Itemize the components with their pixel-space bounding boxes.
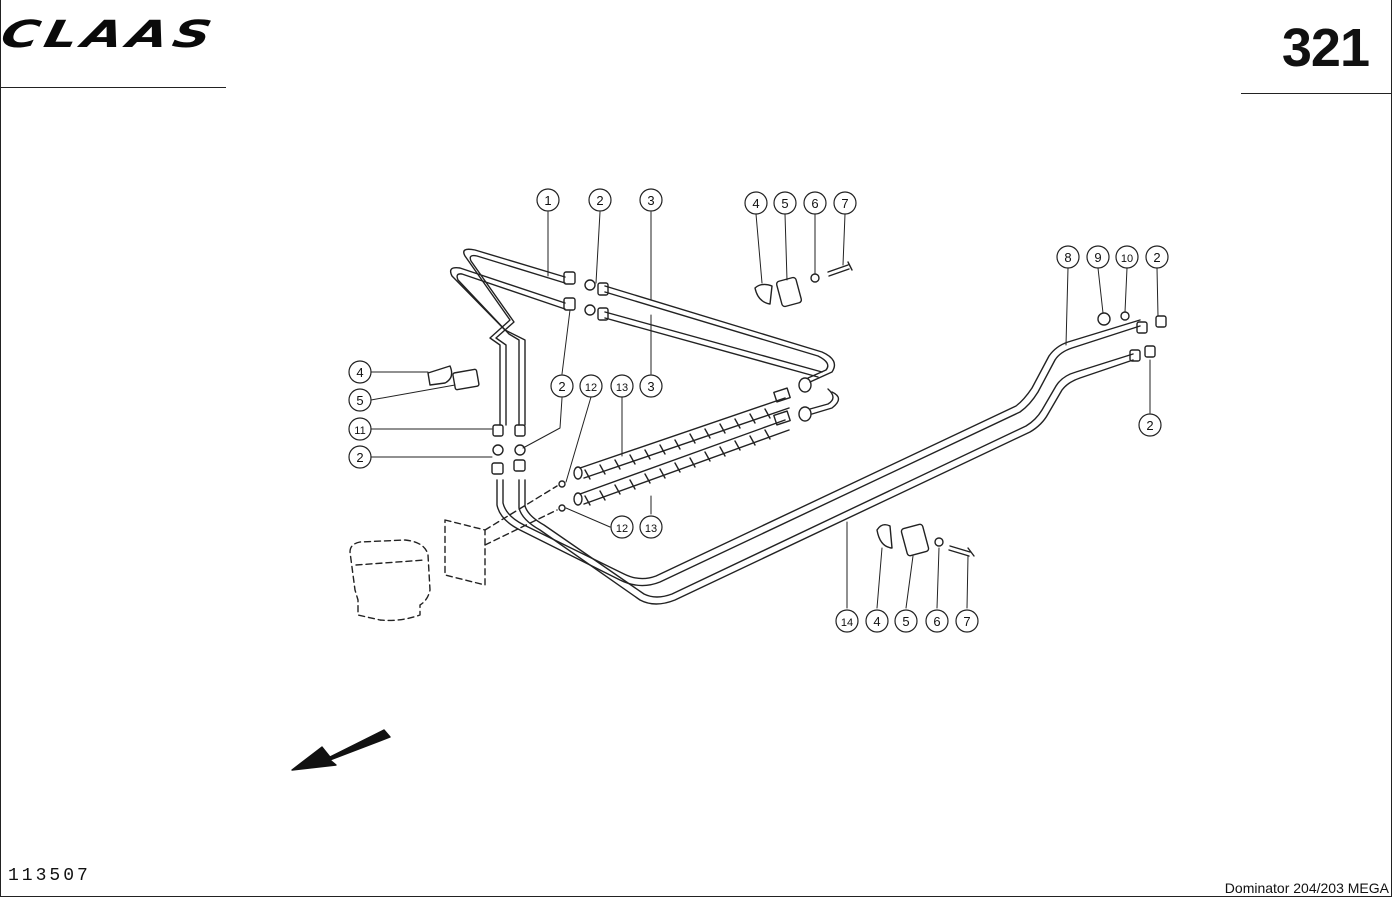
- svg-text:7: 7: [841, 196, 848, 211]
- svg-text:3: 3: [647, 379, 654, 394]
- callout-4: 4: [744, 191, 768, 215]
- callout-3: 3: [639, 188, 663, 212]
- callout-12-upper: 12: [579, 374, 603, 398]
- callout-2-center: 2: [550, 374, 574, 398]
- svg-text:4: 4: [873, 614, 880, 629]
- callout-7-bottom: 7: [955, 609, 979, 633]
- callout-6: 6: [803, 191, 827, 215]
- svg-text:12: 12: [585, 382, 597, 394]
- callout-9: 9: [1086, 245, 1110, 269]
- svg-text:7: 7: [963, 614, 970, 629]
- callout-10: 10: [1115, 245, 1139, 269]
- svg-text:10: 10: [1121, 253, 1133, 265]
- callout-6-bottom: 6: [925, 609, 949, 633]
- callout-2-right-top: 2: [1145, 245, 1169, 269]
- hose-13: [573, 387, 791, 506]
- page-number: 321: [1281, 18, 1370, 78]
- svg-text:5: 5: [356, 393, 363, 408]
- callout-4-bottom: 4: [865, 609, 889, 633]
- svg-text:2: 2: [356, 450, 363, 465]
- svg-text:1: 1: [544, 193, 551, 208]
- callout-13-lower: 13: [639, 515, 663, 539]
- callout-2-right-bottom: 2: [1138, 413, 1162, 437]
- leader-lines: [370, 211, 1159, 609]
- direction-arrow: [291, 729, 391, 771]
- callout-5: 5: [773, 191, 797, 215]
- page-number-underline: [1241, 93, 1392, 94]
- callout-12-lower: 12: [610, 515, 634, 539]
- callout-2-left: 2: [348, 445, 372, 469]
- svg-text:13: 13: [645, 523, 657, 535]
- svg-text:2: 2: [1153, 250, 1160, 265]
- svg-text:13: 13: [616, 382, 628, 394]
- callout-11: 11: [348, 417, 372, 441]
- logo-underline: [0, 87, 226, 88]
- upper-pipe-assembly: [449, 248, 566, 426]
- model-name: Dominator 204/203 MEGA: [1224, 880, 1389, 896]
- clamp-set-left: [427, 365, 480, 391]
- svg-text:2: 2: [596, 193, 603, 208]
- callout-14: 14: [835, 609, 859, 633]
- svg-text:5: 5: [902, 614, 909, 629]
- callout-13-upper: 13: [610, 374, 634, 398]
- svg-text:2: 2: [1146, 418, 1153, 433]
- svg-text:6: 6: [933, 614, 940, 629]
- svg-text:6: 6: [811, 196, 818, 211]
- svg-text:9: 9: [1094, 250, 1101, 265]
- callout-3-center: 3: [639, 374, 663, 398]
- svg-text:4: 4: [752, 196, 759, 211]
- clamp-set-top: [754, 261, 853, 308]
- callout-2: 2: [588, 188, 612, 212]
- pipe-3: [604, 285, 840, 415]
- svg-text:11: 11: [354, 425, 365, 437]
- svg-text:5: 5: [781, 196, 788, 211]
- pump-outline: [349, 485, 558, 622]
- callout-7: 7: [833, 191, 857, 215]
- clamp-set-bottom: [876, 523, 975, 557]
- callout-5-bottom: 5: [894, 609, 918, 633]
- callout-4-left: 4: [348, 360, 372, 384]
- pipe-14: [496, 319, 1141, 605]
- callout-5-left: 5: [348, 388, 372, 412]
- svg-text:2: 2: [558, 379, 565, 394]
- document-number: 113507: [8, 866, 91, 886]
- callout-8: 8: [1056, 245, 1080, 269]
- svg-text:3: 3: [647, 193, 654, 208]
- svg-text:12: 12: [616, 523, 628, 535]
- callout-1: 1: [536, 188, 560, 212]
- svg-text:8: 8: [1064, 250, 1071, 265]
- svg-text:14: 14: [841, 617, 853, 629]
- fittings: [491, 271, 1167, 512]
- svg-text:4: 4: [356, 365, 363, 380]
